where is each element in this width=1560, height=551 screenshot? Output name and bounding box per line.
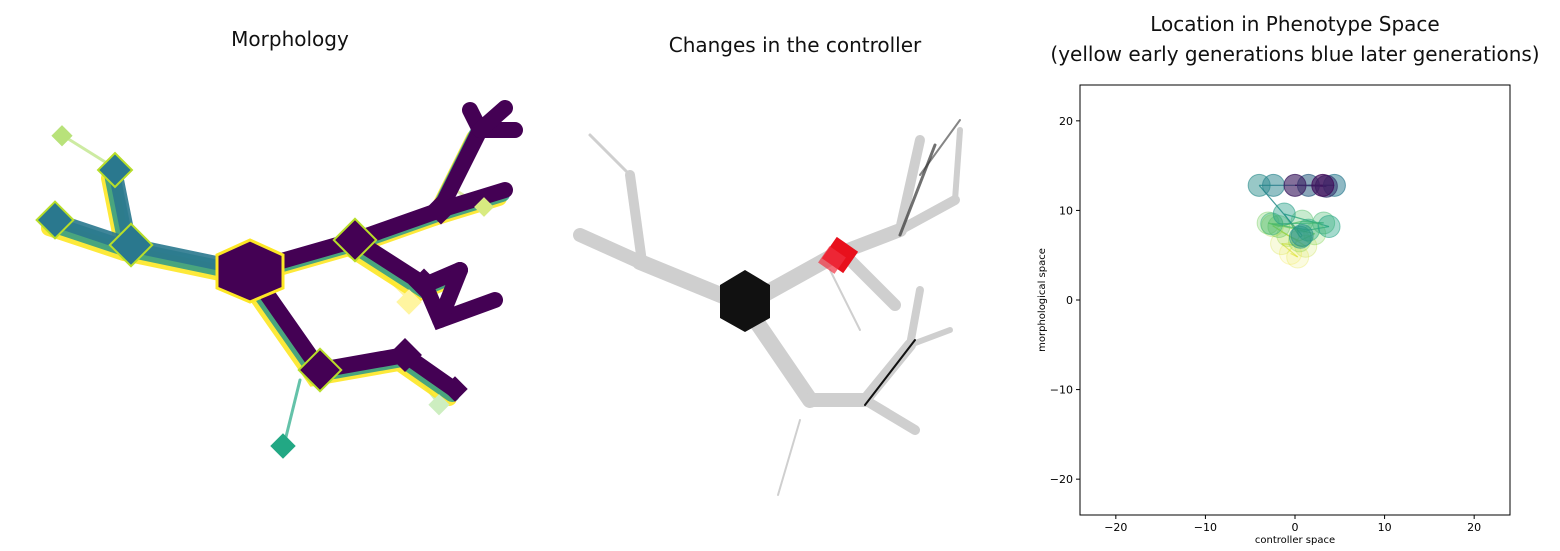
x-tick-label: 20	[1467, 521, 1481, 534]
trajectory-segment	[1281, 243, 1299, 258]
plot-frame	[1079, 84, 1511, 516]
phenotype-title: Location in Phenotype Space	[1150, 12, 1440, 36]
scatter-point	[1260, 212, 1284, 236]
ctrl-highlight-joint	[818, 236, 859, 274]
controller-panel: Changes in the controller	[560, 0, 1030, 551]
x-tick-label: −10	[1194, 521, 1217, 534]
controller-title: Changes in the controller	[668, 33, 922, 57]
x-tick-label: 0	[1292, 521, 1299, 534]
phenotype-subtitle: (yellow early generations blue later gen…	[1050, 42, 1540, 66]
scatter-point	[1267, 215, 1291, 239]
trajectory-segment	[1271, 223, 1309, 231]
ctrl-core-body	[720, 270, 770, 332]
scatter-point	[1261, 214, 1285, 238]
scatter-points	[1247, 173, 1346, 269]
ctrl-dark-changes	[864, 119, 961, 406]
trajectory-segment	[1299, 233, 1315, 242]
scatter-point	[1288, 225, 1312, 249]
morphology-panel: Morphology	[0, 0, 580, 551]
x-tick-label: −20	[1104, 521, 1127, 534]
scatter-point	[1262, 173, 1285, 197]
controller-render	[573, 119, 963, 496]
phenotype-scatter: −20 −10 0 10 20 −20 −10 0 10 20 controller space…	[1037, 84, 1511, 546]
phenotype-panel: Location in Phenotype Space (yellow earl…	[1030, 0, 1560, 551]
x-axis-ticks: −20 −10 0 10 20	[1104, 515, 1481, 534]
scatter-point	[1270, 232, 1294, 256]
morph-joints	[35, 125, 494, 459]
trajectory-segment	[1281, 242, 1306, 247]
x-tick-label: 10	[1378, 521, 1392, 534]
scatter-point	[1283, 173, 1307, 197]
x-axis-label: controller space	[1255, 535, 1335, 546]
y-axis-label: morphological space	[1037, 248, 1048, 352]
y-tick-label: 20	[1059, 115, 1073, 128]
scatter-point	[1290, 224, 1314, 247]
scatter-point	[1303, 222, 1327, 246]
ctrl-limbs	[573, 127, 963, 496]
trajectory-segment	[1284, 213, 1330, 228]
y-tick-label: −10	[1050, 384, 1073, 397]
y-axis-ticks: −20 −10 0 10 20	[1050, 115, 1080, 486]
morph-branches-late	[242, 100, 523, 398]
trajectory-segment	[1299, 235, 1303, 238]
trajectory-segment	[1272, 225, 1289, 237]
morphology-title: Morphology	[231, 27, 349, 51]
scatter-point	[1317, 215, 1341, 239]
y-tick-label: 10	[1059, 204, 1073, 217]
scatter-point	[1272, 202, 1296, 226]
y-tick-label: 0	[1066, 294, 1073, 307]
morphology-render	[35, 100, 523, 459]
y-tick-label: −20	[1050, 473, 1073, 486]
scatter-point	[1311, 173, 1335, 197]
